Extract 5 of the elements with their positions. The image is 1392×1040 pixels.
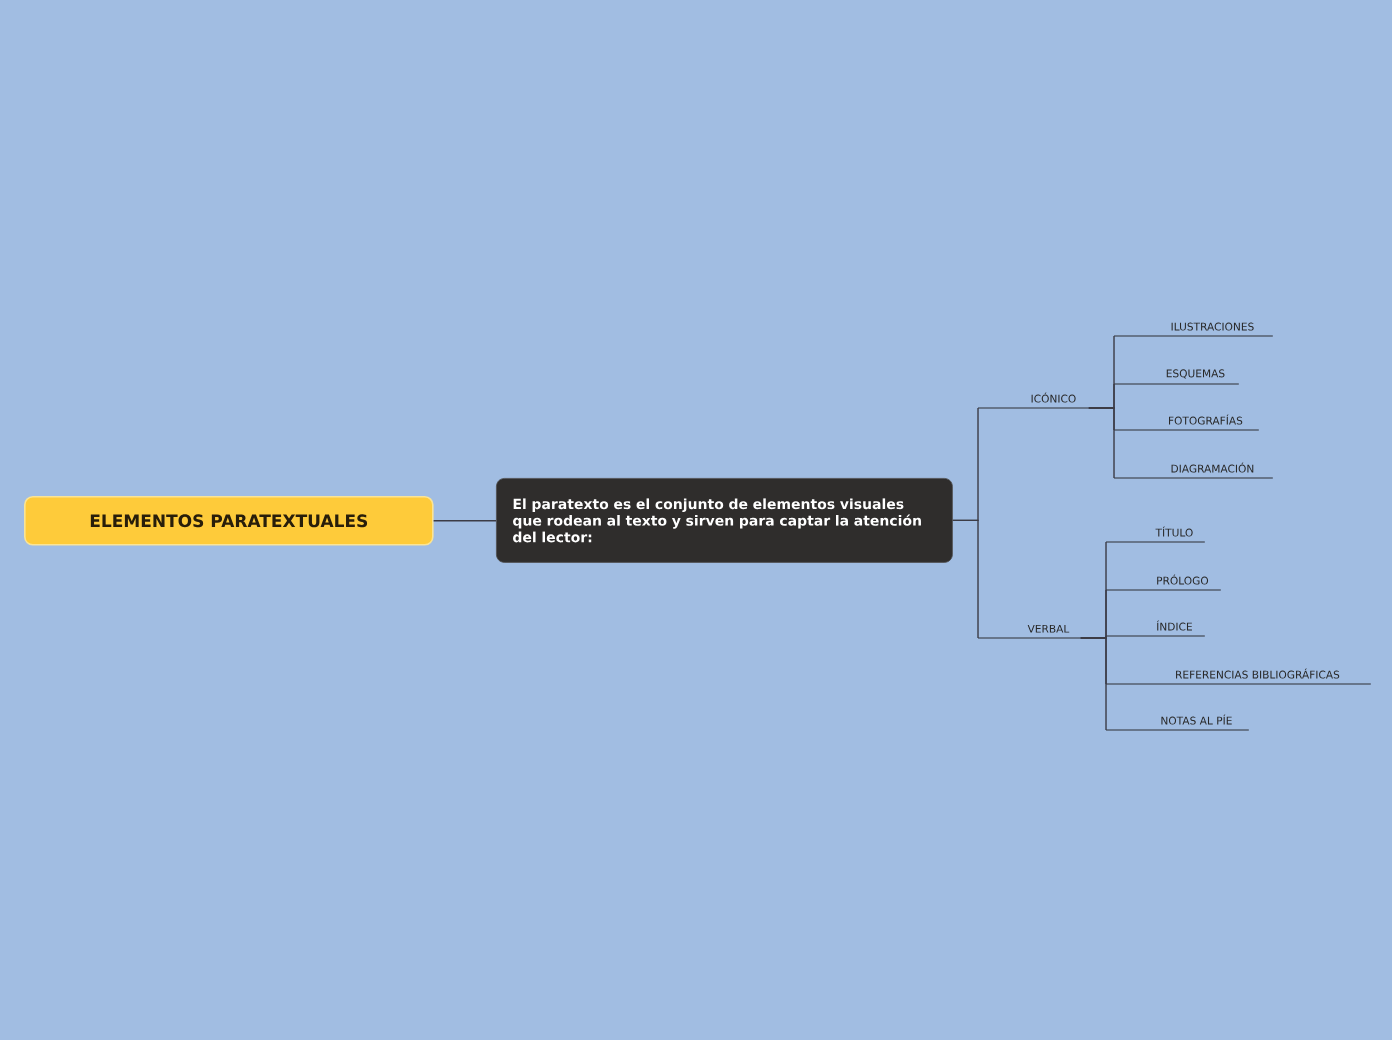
connector-line [1080,637,1107,731]
root-box: ELEMENTOS PARATEXTUALES [24,496,434,546]
connector-line [952,519,979,639]
connector-line [1088,407,1115,479]
connector-line [432,520,497,522]
